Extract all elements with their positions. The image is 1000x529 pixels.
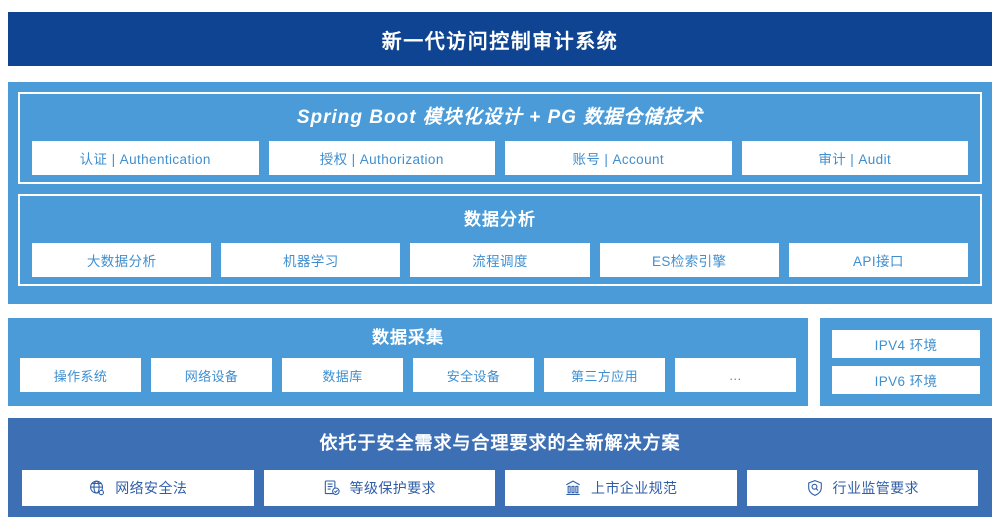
card-big-data-analysis[interactable]: 大数据分析 xyxy=(32,243,212,277)
data-collection-card-row: 操作系统 网络设备 数据库 安全设备 第三方应用 … xyxy=(20,358,796,392)
card-authentication[interactable]: 认证 | Authentication xyxy=(32,141,259,175)
card-third-party-app[interactable]: 第三方应用 xyxy=(544,358,665,392)
document-check-icon xyxy=(323,479,341,497)
data-analysis-card-row: 大数据分析 机器学习 流程调度 ES检索引擎 API接口 xyxy=(32,243,969,277)
card-ipv6-environment[interactable]: IPV6 环境 xyxy=(832,366,980,394)
card-authorization[interactable]: 授权 | Authorization xyxy=(268,141,495,175)
data-collection-section: 数据采集 操作系统 网络设备 数据库 安全设备 第三方应用 … xyxy=(8,318,808,406)
header-bar: 新一代访问控制审计系统 xyxy=(8,12,992,66)
compliance-section: 依托于安全需求与合理要求的全新解决方案 网络安全法 xyxy=(8,418,992,517)
card-account[interactable]: 账号 | Account xyxy=(505,141,732,175)
card-ipv4-environment[interactable]: IPV4 环境 xyxy=(832,330,980,358)
card-classified-protection[interactable]: 等级保护要求 xyxy=(263,470,495,506)
data-collection-title: 数据采集 xyxy=(372,328,444,347)
globe-network-icon xyxy=(88,479,106,497)
card-api-interface[interactable]: API接口 xyxy=(788,243,969,277)
springboot-group: Spring Boot 模块化设计 + PG 数据仓储技术 认证 | Authe… xyxy=(18,92,982,184)
card-label: 上市企业规范 xyxy=(591,480,678,496)
springboot-group-title: Spring Boot 模块化设计 + PG 数据仓储技术 xyxy=(296,107,704,128)
shield-search-icon xyxy=(806,479,824,497)
card-label: 网络安全法 xyxy=(115,480,188,496)
card-audit[interactable]: 审计 | Audit xyxy=(741,141,968,175)
data-analysis-group: 数据分析 大数据分析 机器学习 流程调度 ES检索引擎 API接口 xyxy=(18,194,982,286)
card-network-device[interactable]: 网络设备 xyxy=(151,358,272,392)
card-label: 等级保护要求 xyxy=(349,480,436,496)
card-cybersecurity-law[interactable]: 网络安全法 xyxy=(22,470,254,506)
environment-section: IPV4 环境 IPV6 环境 xyxy=(820,318,992,406)
card-es-search-engine[interactable]: ES检索引擎 xyxy=(599,243,779,277)
compliance-card-row: 网络安全法 等级保护要求 xyxy=(22,470,978,506)
card-database[interactable]: 数据库 xyxy=(282,358,403,392)
compliance-title: 依托于安全需求与合理要求的全新解决方案 xyxy=(319,433,681,453)
card-more-ellipsis[interactable]: … xyxy=(675,358,796,392)
card-listed-enterprise-norms[interactable]: 上市企业规范 xyxy=(505,470,737,506)
card-process-scheduling[interactable]: 流程调度 xyxy=(410,243,590,277)
page-title: 新一代访问控制审计系统 xyxy=(381,30,619,53)
card-operating-system[interactable]: 操作系统 xyxy=(20,358,141,392)
platform-section: Spring Boot 模块化设计 + PG 数据仓储技术 认证 | Authe… xyxy=(8,82,992,304)
bank-building-icon xyxy=(564,479,582,497)
card-machine-learning[interactable]: 机器学习 xyxy=(221,243,401,277)
data-analysis-group-title: 数据分析 xyxy=(464,210,536,229)
card-industry-regulation[interactable]: 行业监管要求 xyxy=(746,470,978,506)
card-label: 行业监管要求 xyxy=(832,480,919,496)
springboot-card-row: 认证 | Authentication 授权 | Authorization 账… xyxy=(32,141,968,175)
card-security-device[interactable]: 安全设备 xyxy=(413,358,534,392)
